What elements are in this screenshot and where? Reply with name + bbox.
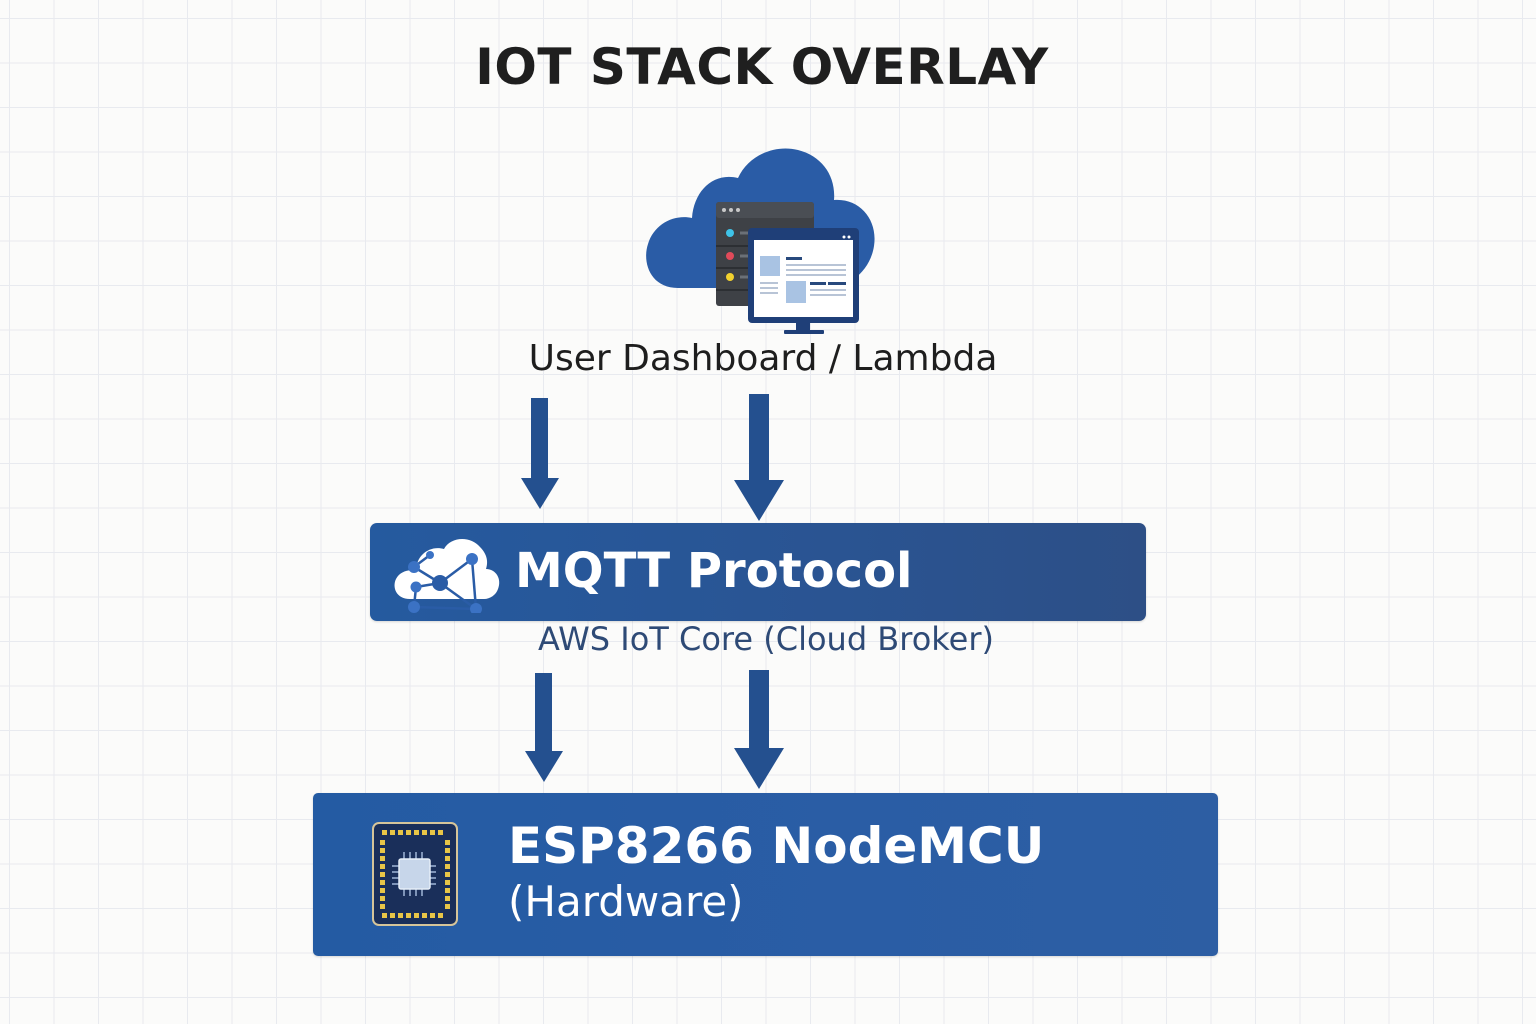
mqtt-protocol-title: MQTT Protocol bbox=[515, 543, 913, 599]
arrow-down-icon bbox=[525, 673, 563, 782]
cloud-dashboard-icon bbox=[646, 148, 875, 334]
hardware-label: (Hardware) bbox=[508, 877, 744, 926]
cloud-network-icon bbox=[394, 538, 500, 613]
microchip-icon bbox=[372, 822, 458, 926]
mqtt-protocol-layer: MQTT Protocol bbox=[370, 523, 1146, 621]
esp8266-hardware-layer: ESP8266 NodeMCU (Hardware) bbox=[313, 793, 1218, 956]
diagram-title: IOT STACK OVERLAY bbox=[475, 38, 1049, 96]
arrow-down-icon bbox=[734, 394, 784, 521]
esp8266-title: ESP8266 NodeMCU bbox=[508, 817, 1045, 875]
arrow-down-icon bbox=[734, 670, 784, 789]
arrow-down-icon bbox=[521, 398, 559, 509]
aws-iot-core-label: AWS IoT Core (Cloud Broker) bbox=[538, 620, 994, 658]
dashboard-lambda-label: User Dashboard / Lambda bbox=[528, 338, 998, 379]
